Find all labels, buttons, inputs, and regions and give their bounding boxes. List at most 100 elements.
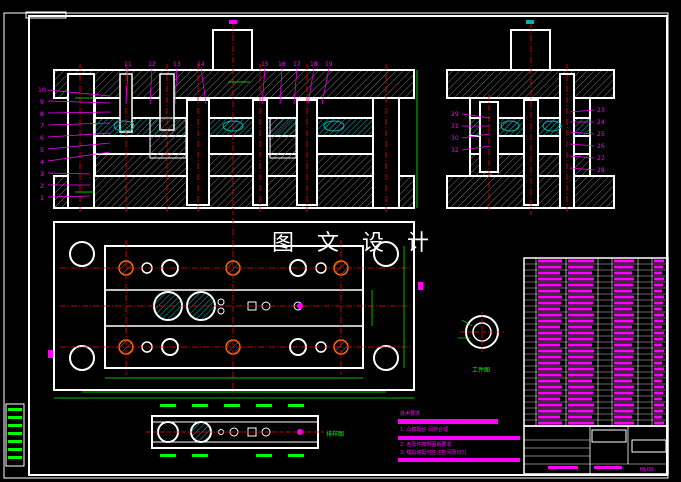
table-cell-text (568, 367, 594, 371)
table-cell-text (568, 379, 592, 383)
table-cell-text (614, 391, 633, 395)
part-label: 18 (310, 61, 318, 68)
notes-title: 技术要求 (400, 410, 420, 417)
table-cell-text (654, 403, 664, 407)
table-cell-text (568, 331, 594, 335)
note-item: 2. 各零件按照图纸要求 (400, 441, 451, 448)
table-cell-text (568, 409, 593, 413)
title-block: HJ-00 (523, 425, 669, 475)
table-cell-text (614, 295, 634, 299)
part-label: 14 (197, 61, 205, 68)
table-cell-text (538, 337, 561, 341)
strip-layout: 排样图 (146, 404, 344, 457)
parts-list (523, 257, 669, 427)
part-label: 6 (40, 135, 44, 142)
table-cell-text (654, 415, 662, 419)
side-view-left-labels: 29 31 30 32 (451, 111, 459, 154)
table-cell-text (654, 259, 664, 263)
table-cell-text (614, 403, 634, 407)
table-cell-text (654, 421, 664, 425)
table-cell-text (568, 397, 592, 401)
table-cell-text (568, 265, 593, 269)
marker (526, 20, 534, 24)
table-cell-text (538, 361, 560, 365)
table-cell-text (654, 283, 663, 287)
part-label: 28 (597, 167, 605, 174)
table-cell-text (568, 343, 592, 347)
table-cell-text (654, 355, 663, 359)
table-cell-text (538, 355, 561, 359)
table-cell-text (568, 289, 592, 293)
table-cell-text (654, 295, 664, 299)
table-cell-text (614, 325, 632, 329)
table-cell-text (568, 385, 594, 389)
part-label: 31 (451, 123, 459, 130)
note-item: 1. 凸模配合 间隙合理 (400, 426, 448, 433)
table-cell-text (654, 331, 664, 335)
table-cell-text (614, 367, 634, 371)
table-cell-text (538, 343, 560, 347)
table-cell-text (538, 277, 562, 281)
table-cell-text (568, 301, 593, 305)
table-cell-text (654, 349, 664, 353)
table-cell-text (568, 313, 594, 317)
plan-view (48, 218, 423, 399)
part-label: 16 (278, 61, 286, 68)
table-cell-text (538, 307, 560, 311)
table-cell-text (614, 373, 633, 377)
table-cell-text (538, 379, 560, 383)
part-label: 12 (148, 61, 156, 68)
table-cell-text (568, 277, 594, 281)
table-cell-text (568, 421, 594, 425)
table-cell-text (538, 349, 562, 353)
part-label: 1 (40, 195, 44, 202)
side-view (446, 24, 615, 215)
part-label: 7 (40, 123, 44, 130)
note-item: 3. 模具装配时应注意间隙均匀 (400, 449, 466, 456)
table-cell-text (568, 391, 593, 395)
table-cell-text (538, 421, 562, 425)
part-label: 5 (40, 147, 44, 154)
table-cell-text (654, 319, 663, 323)
table-cell-text (538, 385, 562, 389)
table-cell-text (614, 361, 632, 365)
table-cell-text (614, 379, 632, 383)
watermark: 图 文 设 计 (272, 231, 437, 256)
table-cell-text (538, 397, 560, 401)
table-cell-text (568, 283, 593, 287)
table-cell-text (538, 289, 560, 293)
side-view-right-labels: 23 24 25 26 27 28 (597, 107, 605, 174)
table-cell-text (538, 331, 562, 335)
table-cell-text (614, 319, 633, 323)
table-cell-text (568, 361, 592, 365)
table-cell-text (614, 313, 634, 317)
tech-notes: 技术要求 1. 凸模配合 间隙合理 2. 各零件按照图纸要求 3. 模具装配时应… (398, 410, 520, 462)
table-cell-text (654, 397, 662, 401)
table-cell-text (538, 325, 560, 329)
table-cell-text (538, 403, 562, 407)
part-label: 26 (597, 143, 605, 150)
table-cell-text (654, 307, 662, 311)
part-label: 10 (38, 87, 46, 94)
part-label: 30 (451, 135, 459, 142)
part-label: 24 (597, 119, 605, 126)
part-label: 19 (325, 61, 333, 68)
table-cell-text (614, 397, 632, 401)
table-cell-text (614, 277, 634, 281)
part-label: 3 (40, 171, 44, 178)
table-cell-text (614, 343, 632, 347)
table-cell-text (568, 271, 592, 275)
part-label: 11 (124, 61, 132, 68)
part-label: 2 (40, 183, 44, 190)
table-cell-text (654, 271, 662, 275)
table-cell-text (538, 271, 560, 275)
table-cell-text (538, 295, 562, 299)
table-cell-text (538, 415, 560, 419)
part-label: 15 (261, 61, 269, 68)
table-cell-text (568, 319, 593, 323)
table-cell-text (654, 313, 664, 317)
table-cell-text (614, 289, 632, 293)
side-view-leaders (461, 109, 595, 171)
table-cell-text (538, 319, 561, 323)
table-cell-text (654, 301, 663, 305)
